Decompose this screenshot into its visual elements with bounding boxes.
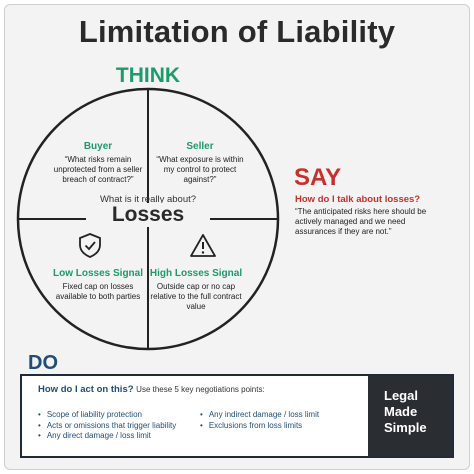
say-text: “The anticipated risks here should be ac… [295, 207, 427, 236]
quadrant-seller: Seller “What exposure is within my contr… [150, 141, 250, 185]
quadrant-low-losses: Low Losses Signal Fixed cap on losses av… [48, 268, 148, 302]
quadrant-text: “What risks remain unprotected from a se… [53, 155, 143, 184]
brand-line: Legal [384, 388, 418, 403]
say-label: SAY [294, 164, 342, 191]
quadrant-title: Seller [186, 141, 214, 152]
quadrant-text: Outside cap or no cap relative to the fu… [150, 282, 242, 311]
center-question: What is it really about? [99, 194, 197, 205]
do-points-right: Any indirect damage / loss limit Exclusi… [200, 410, 319, 431]
quadrant-text: “What exposure is within my control to p… [156, 155, 244, 184]
do-panel: How do I act on this? Use these 5 key ne… [20, 374, 454, 458]
brand-line: Simple [384, 420, 427, 435]
shield-check-icon [79, 233, 101, 258]
list-item: Exclusions from loss limits [200, 421, 319, 432]
do-question-line: How do I act on this? Use these 5 key ne… [38, 384, 265, 395]
do-label: DO [28, 352, 58, 374]
list-item: Any indirect damage / loss limit [200, 410, 319, 421]
quadrant-title: Low Losses Signal [52, 268, 144, 279]
quadrant-high-losses: High Losses Signal Outside cap or no cap… [148, 268, 244, 312]
page-title: Limitation of Liability [78, 14, 396, 49]
center-label: Losses [86, 203, 210, 227]
list-item: Scope of liability protection [38, 410, 176, 421]
list-item: Any direct damage / loss limit [38, 431, 176, 442]
quadrant-title: High Losses Signal [149, 268, 243, 279]
think-label: THINK [115, 64, 181, 87]
warning-triangle-icon [190, 234, 216, 257]
quadrant-text: Fixed cap on losses available to both pa… [55, 282, 141, 301]
say-question: How do I talk about losses? [295, 194, 421, 205]
quadrant-buyer: Buyer “What risks remain unprotected fro… [48, 141, 148, 185]
brand-logo: Legal Made Simple [368, 376, 452, 456]
quadrant-title: Buyer [83, 141, 113, 152]
list-item: Acts or omissions that trigger liability [38, 421, 176, 432]
brand-line: Made [384, 404, 418, 419]
do-question-note: Use these 5 key negotiations points: [136, 385, 265, 394]
do-question: How do I act on this? [38, 384, 134, 395]
do-points-left: Scope of liability protection Acts or om… [38, 410, 176, 442]
